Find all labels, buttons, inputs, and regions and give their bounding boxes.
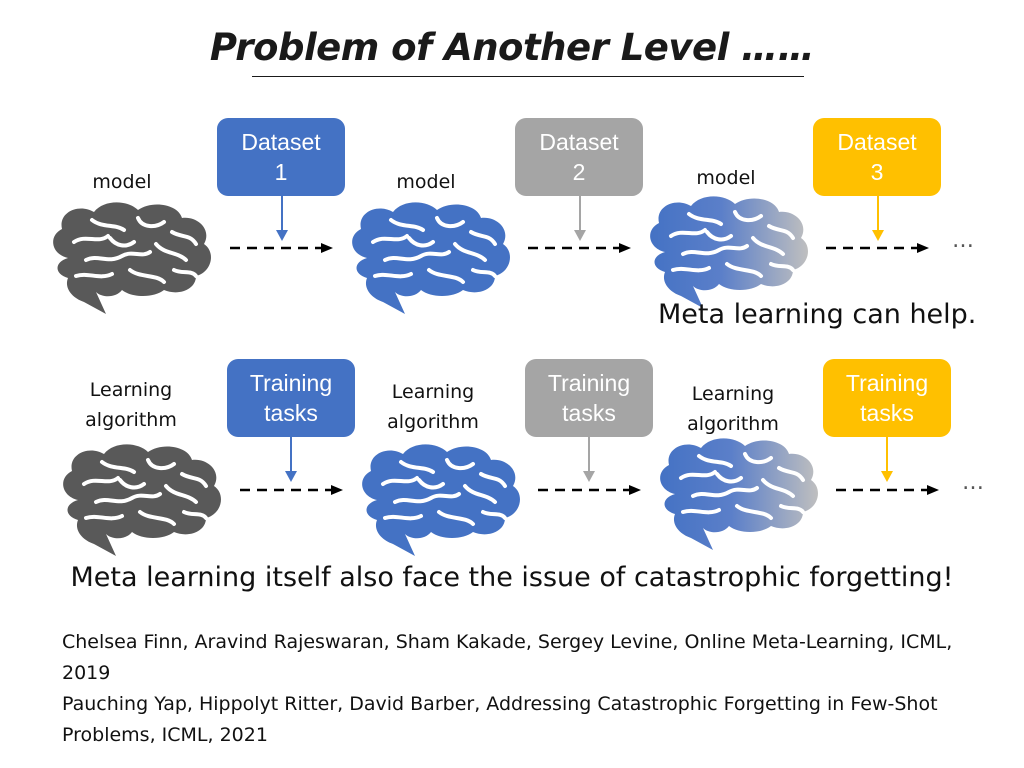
- brain-icon-dark: [53, 202, 211, 314]
- training-tasks-1-line1: Training: [249, 370, 333, 396]
- training-tasks-2-down-arrow: [583, 437, 595, 482]
- dataset-3-box: Dataset 3: [813, 118, 941, 196]
- row2-label-learning-algorithm-3: Learning algorithm: [668, 379, 798, 439]
- reference-2: Pauching Yap, Hippolyt Ritter, David Bar…: [62, 693, 938, 746]
- dataset-2-box: Dataset 2: [515, 118, 643, 196]
- row2-dashed-arrow-3: [836, 485, 939, 495]
- row1-ellipsis: …: [952, 228, 975, 253]
- row2-label-learning-algorithm-1: Learning algorithm: [66, 375, 196, 435]
- brain-icon-blue: [352, 202, 510, 314]
- training-tasks-2-line1: Training: [547, 370, 631, 396]
- brain-icon-fading: [660, 438, 818, 550]
- training-tasks-3-down-arrow: [881, 437, 893, 482]
- slide-title: Problem of Another Level ……: [209, 26, 815, 69]
- dataset-2-down-arrow: [574, 196, 586, 241]
- dataset-2-line2: 2: [572, 159, 586, 185]
- row2-label-2-line1: Learning: [391, 381, 475, 403]
- training-tasks-1-box: Training tasks: [227, 359, 355, 437]
- title-underline: [252, 76, 804, 77]
- training-tasks-3-box: Training tasks: [823, 359, 951, 437]
- dataset-2-line1: Dataset: [539, 129, 619, 155]
- row1-label-model-3: model: [696, 167, 756, 189]
- dataset-3-line1: Dataset: [837, 129, 917, 155]
- row1-label-model-2: model: [396, 171, 456, 193]
- dataset-3-down-arrow: [872, 196, 884, 241]
- row2-label-1-line1: Learning: [89, 379, 173, 401]
- row2-dashed-arrow-2: [538, 485, 641, 495]
- brain-icon-fading: [650, 196, 808, 308]
- meta-learning-help-note: Meta learning can help.: [658, 299, 977, 330]
- row2-ellipsis: …: [962, 470, 985, 495]
- row2-label-1-line2: algorithm: [85, 409, 177, 431]
- dataset-1-down-arrow: [276, 196, 288, 241]
- row2-label-3-line1: Learning: [691, 383, 775, 405]
- conclusion-statement: Meta learning itself also face the issue…: [70, 562, 954, 593]
- dataset-3-line2: 3: [870, 159, 884, 185]
- row2-label-2-line2: algorithm: [387, 411, 479, 433]
- training-tasks-2-line2: tasks: [562, 400, 616, 426]
- row2-label-learning-algorithm-2: Learning algorithm: [368, 377, 498, 437]
- row2-dashed-arrow-1: [240, 485, 343, 495]
- dataset-1-box: Dataset 1: [217, 118, 345, 196]
- row1-dashed-arrow-3: [826, 243, 929, 253]
- row1-label-model-1: model: [92, 171, 152, 193]
- dataset-1-line2: 1: [274, 159, 288, 185]
- training-tasks-3-line2: tasks: [860, 400, 914, 426]
- brain-icon-blue: [362, 444, 520, 556]
- brain-icon-dark: [63, 444, 221, 556]
- dataset-1-line1: Dataset: [241, 129, 321, 155]
- training-tasks-3-line1: Training: [845, 370, 929, 396]
- row1-dashed-arrow-1: [230, 243, 333, 253]
- row1-dashed-arrow-2: [528, 243, 631, 253]
- training-tasks-2-box: Training tasks: [525, 359, 653, 437]
- training-tasks-1-line2: tasks: [264, 400, 318, 426]
- row2-label-3-line2: algorithm: [687, 413, 779, 435]
- reference-1: Chelsea Finn, Aravind Rajeswaran, Sham K…: [62, 631, 953, 684]
- training-tasks-1-down-arrow: [285, 437, 297, 482]
